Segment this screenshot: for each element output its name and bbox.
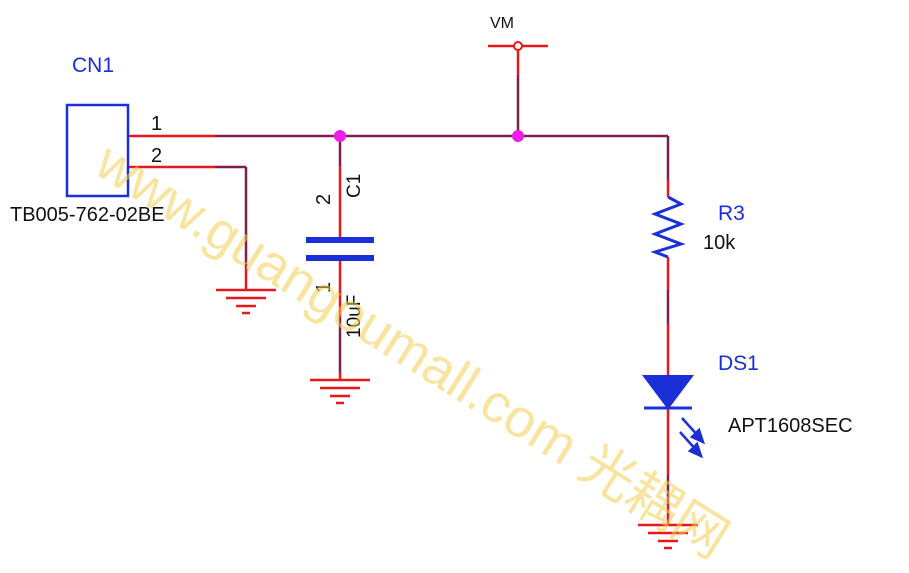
junctions: [334, 130, 524, 142]
led-ds1: DS1 APT1608SEC: [642, 352, 853, 459]
connector-part: TB005-762-02BE: [10, 204, 165, 226]
resistor-ref: R3: [718, 202, 745, 225]
ground-symbol-ds1: [638, 523, 698, 550]
led-light-arrows: [679, 417, 706, 459]
vm-label: VM: [490, 15, 514, 32]
connector-pin1-label: 1: [151, 113, 162, 135]
capacitor-ref: C1: [344, 174, 365, 198]
resistor-value: 10k: [703, 232, 736, 254]
resistor-r3: R3 10k: [650, 195, 745, 259]
capacitor-pin-top-label: 2: [313, 194, 335, 205]
power-port-vm: VM: [488, 15, 548, 51]
junction-dot: [334, 130, 346, 142]
ground-symbol-c1: [310, 378, 370, 405]
resistor-zigzag: [650, 195, 686, 259]
connector-ref: CN1: [72, 54, 114, 77]
led-ref: DS1: [718, 352, 759, 375]
watermark: www.guangoumall.com 光耦网: [85, 131, 739, 570]
capacitor-value: 10uF: [344, 295, 365, 338]
connector-cn1: CN1 TB005-762-02BE 1 2: [10, 54, 165, 226]
capacitor-pin-bottom-label: 1: [313, 282, 335, 293]
connector-pin2-label: 2: [151, 145, 162, 167]
connector-body: [65, 103, 130, 198]
ground-symbol-cn1: [216, 288, 276, 315]
capacitor-c1: C1 10uF 2 1: [306, 174, 374, 338]
vm-pin-dot: [513, 41, 523, 51]
junction-dot: [512, 130, 524, 142]
led-triangle: [642, 375, 694, 410]
led-part: APT1608SEC: [728, 415, 853, 437]
